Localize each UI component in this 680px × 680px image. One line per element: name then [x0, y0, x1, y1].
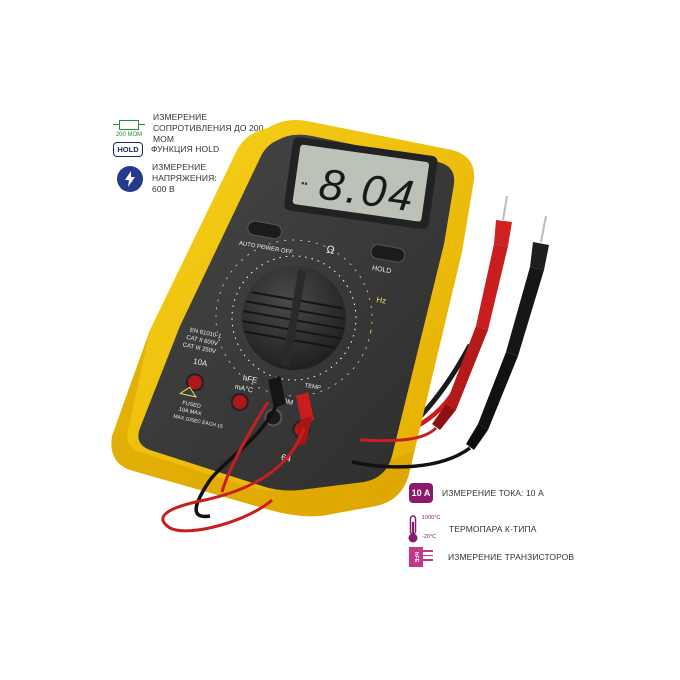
red-lead-back: [359, 388, 457, 441]
red-probe-cable: [359, 426, 438, 443]
red-lead-front: [161, 427, 306, 533]
label-10a: 10A: [192, 357, 208, 369]
feature-thermocouple-text: Термопара К-типа: [449, 523, 537, 534]
red-lead-loop: [220, 401, 270, 493]
label-fused: FUSED: [182, 400, 202, 410]
hold-button-label: HOLD: [371, 265, 391, 275]
auto-power-off-label: AUTO POWER OFF: [238, 241, 293, 256]
red-probe: [432, 195, 512, 430]
label-max-note: MAX 10SEC EACH 15: [173, 414, 224, 430]
feature-thermocouple: 1000°C -20°C Термопара К-типа: [406, 512, 537, 546]
thermometer-icon: 1000°C -20°C: [406, 512, 440, 546]
resistor-icon: 200 МОМ: [113, 118, 145, 140]
label-cat3: CAT III 250V: [182, 342, 216, 355]
transistor-icon: hFE: [409, 545, 439, 569]
thermometer-max-label: 1000°C: [422, 515, 441, 521]
jack-10a: [185, 373, 204, 392]
jack-ma: [230, 393, 249, 412]
black-probe: [466, 215, 549, 450]
lcd-screen: [292, 144, 430, 222]
feature-hold: HOLD Функция HOLD: [113, 140, 220, 158]
label-ma-c: mA°C: [234, 383, 254, 395]
hold-icon-label: HOLD: [113, 141, 143, 157]
hold-button: [370, 244, 406, 263]
black-lead-front: [194, 405, 278, 519]
label-model: 64: [280, 452, 292, 464]
lcd-reading: 8.04: [316, 160, 420, 222]
rotary-dial: Ω Hz TEMP: [215, 239, 387, 397]
safety-labels: EN 61010-1 CAT II 600V CAT III 250V: [182, 328, 222, 356]
label-com: COM: [276, 397, 294, 407]
label-temp: TEMP: [304, 383, 321, 392]
label-cat2: CAT II 600V: [186, 335, 219, 348]
feature-current: 10 A Измерение тока: 10 А: [409, 483, 544, 503]
black-plug: [268, 376, 286, 408]
lightning-icon: [117, 165, 143, 192]
dial-knob: [242, 266, 346, 370]
label-ohm: Ω: [325, 244, 335, 257]
feature-hold-text: Функция HOLD: [151, 143, 220, 154]
black-probe-cable: [351, 446, 472, 469]
lcd-frame: [284, 137, 438, 230]
black-lead-back: [349, 343, 473, 458]
auto-power-off-button: [247, 220, 283, 240]
red-plug: [296, 392, 314, 424]
transistor-icon-label: hFE: [409, 547, 423, 567]
lcd-mode-indicator: ▪▪: [301, 178, 309, 189]
label-10a-max: 10A MAX: [178, 407, 202, 418]
feature-voltage: Измерение напряжения: 600 В: [117, 162, 232, 195]
hold-icon: HOLD: [113, 140, 143, 158]
label-safety-standard: EN 61010-1: [189, 328, 222, 341]
ampere-icon: 10 A: [409, 483, 433, 503]
feature-current-text: Измерение тока: 10 А: [442, 487, 544, 498]
resistor-icon-label: 200 МОМ: [115, 131, 143, 138]
feature-voltage-text: Измерение напряжения: 600 В: [152, 162, 217, 194]
feature-transistor-text: Измерение транзисторов: [448, 551, 575, 562]
jack-com: [264, 408, 283, 427]
red-plug-short: [296, 416, 312, 446]
thermometer-min-label: -20°C: [422, 534, 437, 540]
jack-v: [292, 420, 311, 439]
feature-transistor: hFE Измерение транзисторов: [409, 545, 574, 569]
label-hz: Hz: [376, 295, 387, 306]
label-hfe: hFE: [242, 373, 258, 385]
